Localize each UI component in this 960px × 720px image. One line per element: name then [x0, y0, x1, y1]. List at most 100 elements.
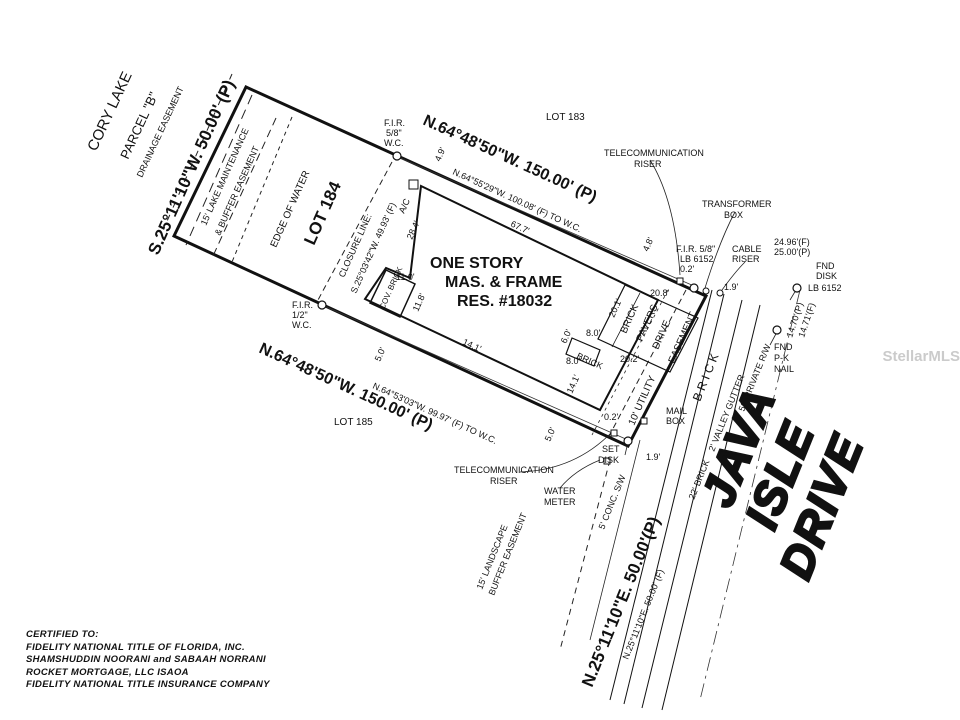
residence-line-3: RES. #18032: [457, 293, 552, 310]
road-line-4: [661, 304, 761, 711]
utility-easement-line: [606, 289, 687, 441]
pk-label-1: FND: [774, 342, 793, 352]
water-meter-label-1: WATER: [544, 486, 576, 496]
dim-east: 20.1': [607, 297, 624, 319]
fir-lb-label-2: LB 6152: [680, 254, 714, 264]
lot-boundary: [171, 85, 709, 448]
cert-line-4: FIDELITY NATIONAL TITLE INSURANCE COMPAN…: [26, 679, 270, 691]
north-field-line: [397, 156, 695, 287]
fnd-disk-label-2: DISK: [816, 271, 837, 281]
fir-north-marker: [392, 151, 402, 161]
lake-easement-outer: [185, 94, 253, 246]
offset-5-0-east: 5.0': [543, 425, 558, 442]
cable-label-1: CABLE: [732, 244, 762, 254]
sidewalk-label: 5' CONC. S/W: [597, 473, 628, 531]
road-line-1: [609, 289, 713, 701]
cert-heading: CERTIFIED TO:: [26, 629, 99, 640]
pk-label-3: NAIL: [774, 364, 794, 374]
telecom-riser-top-marker: [676, 277, 684, 285]
residence-line-2: MAS. & FRAME: [445, 274, 563, 291]
telecom-bot-label-1: TELECOMMUNICATION: [454, 465, 554, 475]
fnd-disk-label-3: LB 6152: [808, 283, 842, 293]
road-centerline: [699, 289, 801, 701]
fir-south-label-2: 1/2": [292, 310, 308, 320]
dim-south: 14.1': [461, 337, 483, 354]
dim-0-2-bot: 0.2': [604, 412, 619, 422]
fir-north-label-2: 5/8": [386, 128, 402, 138]
offset-4-8: 4.8': [641, 235, 656, 252]
pk-nail-marker: [772, 325, 782, 335]
fir-lb-label-1: F.I.R. 5/8": [676, 244, 715, 254]
fir-north-label-3: W.C.: [384, 138, 404, 148]
telecom-top-label-1: TELECOMMUNICATION: [604, 148, 704, 158]
set-disk-label-1: SET: [602, 444, 620, 454]
sidewalk-line: [589, 439, 641, 641]
fir-north-label-1: F.I.R.: [384, 118, 405, 128]
certification-block: CERTIFIED TO: FIDELITY NATIONAL TITLE OF…: [26, 629, 270, 692]
set-disk-label-2: DISK: [598, 455, 619, 465]
leader-transformer: [704, 211, 736, 289]
transformer-marker: [702, 287, 710, 295]
dim-ac: A/C: [397, 197, 412, 215]
dim-1-9-top: 1.9': [724, 282, 739, 292]
leader-water-meter: [559, 459, 601, 489]
step-6-0: 6.0': [559, 327, 574, 344]
fir-south-label-3: W.C.: [292, 320, 312, 330]
cov-height: 11.8': [411, 292, 428, 313]
dim-0-2-top: 0.2': [680, 264, 695, 274]
water-meter-label-2: METER: [544, 497, 576, 507]
telecom-bot-label-2: RISER: [490, 476, 518, 486]
dist-label-1: 24.96'(F): [774, 237, 810, 247]
cert-line-2: SHAMSHUDDIN NOORANI and SABAAH NORRANI: [26, 654, 266, 666]
mailbox-label-2: BOX: [666, 416, 685, 426]
drive-easement-label: EASEMENT: [667, 310, 699, 365]
cable-label-2: RISER: [732, 254, 760, 264]
offset-5-0-west: 5.0': [373, 345, 388, 362]
lot-184-label: LOT 184: [300, 178, 345, 248]
dim-sw: 14.1': [565, 373, 582, 395]
cert-line-1: FIDELITY NATIONAL TITLE OF FLORIDA, INC.: [26, 641, 245, 653]
covered-brick-porch: [368, 268, 416, 318]
south-field-line: [321, 304, 629, 441]
mailbox-marker: [640, 417, 648, 425]
drive-label-3: DRIVE: [651, 319, 674, 352]
road-line-3: [641, 299, 743, 709]
road-line-2: [623, 293, 725, 705]
lot-185-label: LOT 185: [334, 417, 373, 428]
watermark: StellarMLS: [882, 348, 960, 365]
fir-south-label-1: F.I.R.: [292, 300, 313, 310]
fir-south-marker: [317, 300, 327, 310]
dim-20-2: 20.2': [620, 354, 640, 364]
dim-west: 28.4': [405, 219, 422, 241]
leader-telecom-top: [649, 159, 681, 276]
telecom-top-label-2: RISER: [634, 159, 662, 169]
dim-20-8: 20.8': [650, 288, 670, 298]
drive-divider: [611, 292, 641, 348]
step-8-0-top: 8.0': [586, 328, 601, 338]
fnd-disk-label-1: FND: [816, 261, 835, 271]
cable-riser-marker: [716, 289, 724, 297]
water-meter-marker: [603, 457, 611, 465]
lake-easement-line-2: [163, 73, 233, 229]
fnd-disk-marker: [792, 283, 802, 293]
ac-pad: [408, 179, 419, 190]
cov-width: 11.0': [396, 272, 415, 282]
set-disk-marker: [623, 436, 633, 446]
edge-of-water-line: [231, 116, 293, 263]
brick-pavers-drive: [597, 284, 699, 373]
leader-cable: [721, 261, 746, 291]
offset-4-9: 4.9': [433, 145, 448, 162]
cert-line-3: ROCKET MORTGAGE, LLC ISAOA: [26, 666, 189, 678]
dim-1-9-bot: 1.9': [646, 452, 661, 462]
transformer-label-1: TRANSFORMER: [702, 199, 772, 209]
step-8-0-bot: 8.0': [566, 356, 581, 366]
closure-line: [317, 161, 393, 301]
residence-line-1: ONE STORY: [430, 255, 524, 272]
pk-label-2: P-K: [774, 353, 789, 363]
brick-step: [565, 337, 601, 367]
dist-label-2: 25.00'(P): [774, 247, 810, 257]
lot-183-label: LOT 183: [546, 112, 585, 123]
mailbox-label-1: MAIL: [666, 406, 687, 416]
leader-telecom-bot: [519, 431, 613, 473]
